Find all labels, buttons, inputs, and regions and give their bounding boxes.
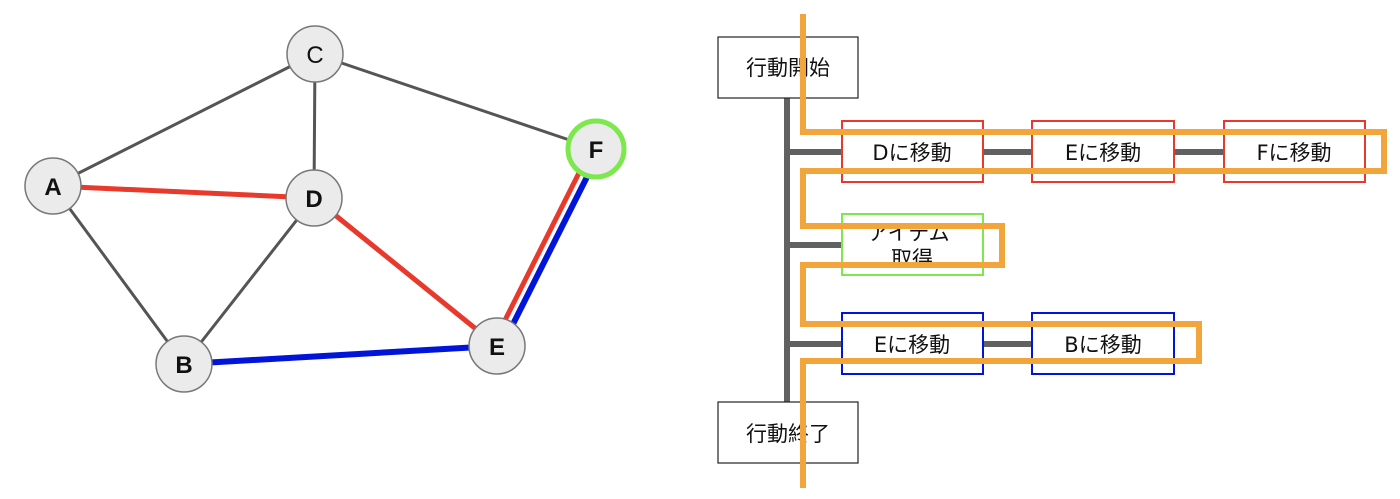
step-move-e-label: Eに移動 <box>1065 141 1141 165</box>
edge-e-f-blue <box>498 149 603 350</box>
graph-nodes: C A D B E F <box>24 25 627 393</box>
end-box: 行動終了 <box>717 401 859 464</box>
node-d: D <box>285 169 343 227</box>
edge-c-f <box>314 52 597 151</box>
node-e-label: E <box>489 334 505 361</box>
edge-b-e <box>183 343 498 367</box>
node-b-label: B <box>175 352 192 379</box>
step-move-e-2-label: Eに移動 <box>874 333 950 357</box>
node-f: F <box>565 118 627 180</box>
edge-e-f-red <box>490 145 595 346</box>
edge-a-d <box>52 183 315 201</box>
start-label: 行動開始 <box>746 56 830 80</box>
node-f-label: F <box>589 137 604 164</box>
graph: C A D B E F <box>24 25 627 393</box>
step-move-d-label: Dに移動 <box>872 141 951 165</box>
start-box: 行動開始 <box>717 36 859 99</box>
node-c-label: C <box>306 42 323 69</box>
graph-edges <box>51 52 603 367</box>
node-a: A <box>24 157 82 215</box>
end-label: 行動終了 <box>746 422 830 446</box>
node-a-label: A <box>44 174 61 201</box>
edge-a-c <box>52 52 316 188</box>
node-e: E <box>468 317 526 375</box>
edge-d-e <box>312 196 499 348</box>
flow: 行動開始 行動終了 Dに移動 Eに移動 Fに移動 アイテム <box>717 14 1387 488</box>
flow-connectors <box>784 98 1224 404</box>
edge-a-b <box>51 185 186 365</box>
step-move-b-label: Bに移動 <box>1064 333 1141 357</box>
node-b: B <box>155 335 213 393</box>
step-move-f-label: Fに移動 <box>1256 141 1331 165</box>
node-c: C <box>286 25 344 83</box>
orange-flow-path <box>800 14 1387 488</box>
node-d-label: D <box>305 186 322 213</box>
edge-b-d <box>182 197 316 365</box>
